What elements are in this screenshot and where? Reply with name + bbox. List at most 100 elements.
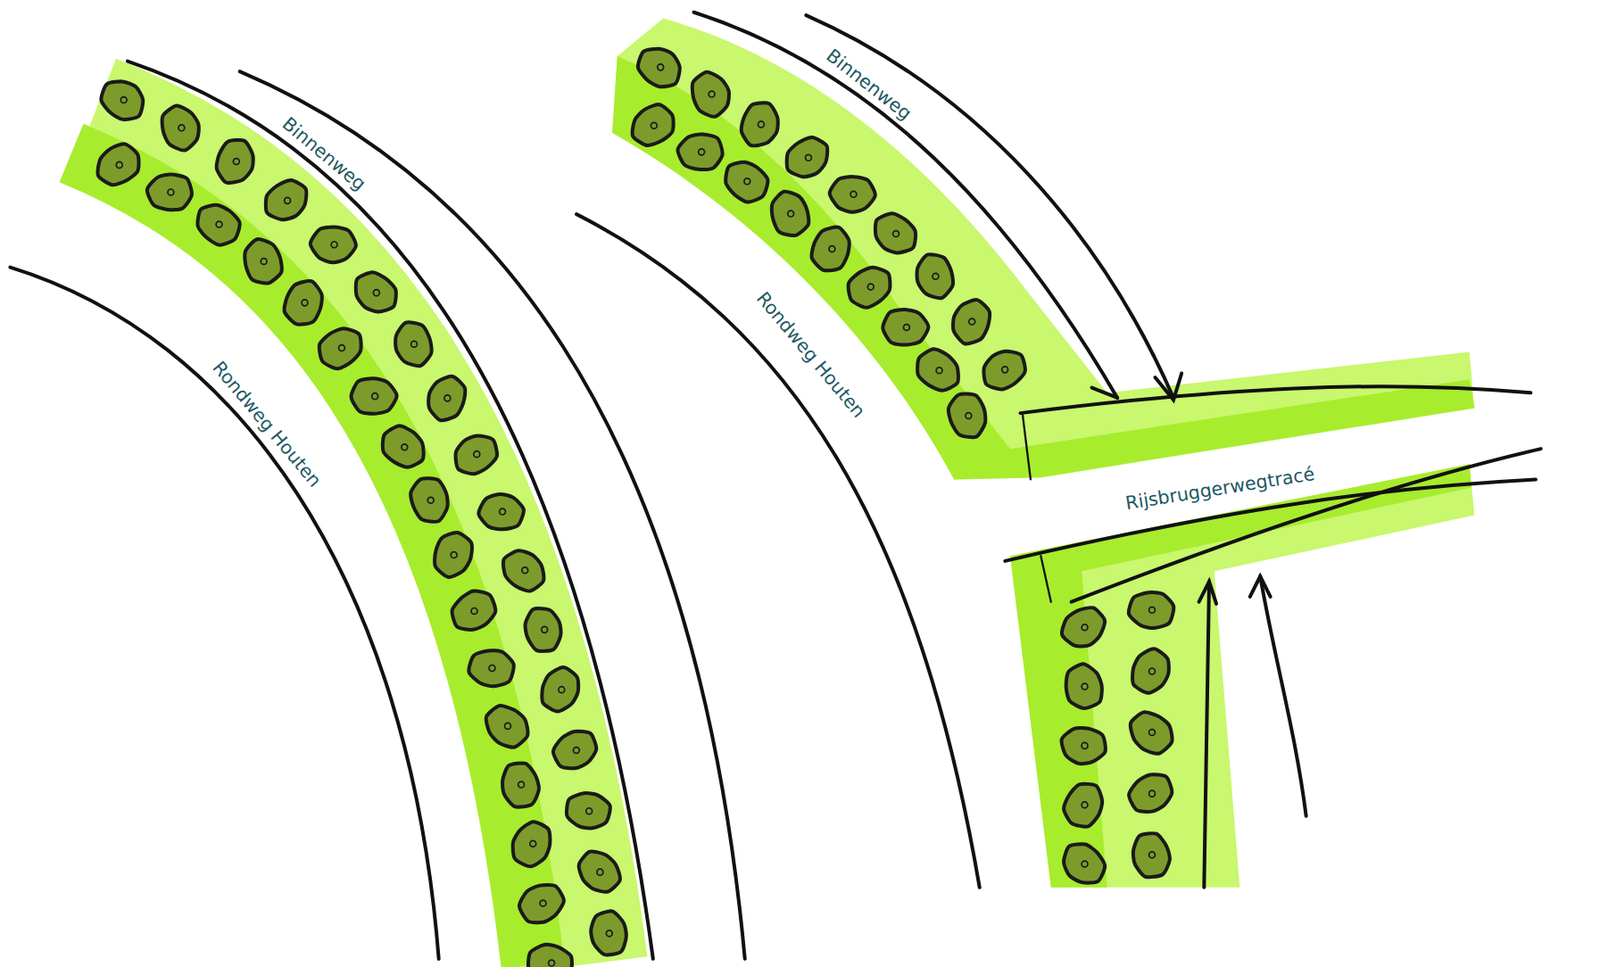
tree xyxy=(1130,712,1173,755)
tree-crown xyxy=(428,376,465,421)
tree-crown xyxy=(486,705,529,748)
tree-trunk xyxy=(829,246,836,253)
tree-trunk xyxy=(787,210,795,217)
tree-crown xyxy=(1128,592,1174,629)
tree xyxy=(310,227,357,264)
tree xyxy=(725,162,768,203)
tree-crown xyxy=(1061,607,1105,647)
green-strip-dark xyxy=(1010,464,1472,888)
tree-crown xyxy=(829,176,876,213)
tree-trunk xyxy=(301,299,308,307)
tree-crown xyxy=(216,140,254,183)
tree-crown xyxy=(284,281,323,325)
tree xyxy=(452,591,497,631)
tree-crown xyxy=(948,393,987,438)
tree-crown xyxy=(787,137,829,177)
tree xyxy=(1133,833,1170,878)
tree-trunk xyxy=(1081,624,1088,631)
tree-trunk xyxy=(657,64,664,71)
tree xyxy=(579,851,621,892)
tree-crown xyxy=(265,180,307,220)
tree xyxy=(356,272,397,312)
tree xyxy=(678,133,723,170)
tree xyxy=(1128,774,1172,813)
tree xyxy=(1132,648,1169,694)
tree-trunk xyxy=(167,189,175,196)
tree-trunk xyxy=(650,122,657,129)
tree xyxy=(265,180,307,220)
road-tick xyxy=(1250,576,1271,597)
tree-trunk xyxy=(744,178,751,185)
tree-trunk xyxy=(471,607,478,614)
tree xyxy=(503,550,544,591)
road-lines xyxy=(9,12,1541,960)
tree-crown xyxy=(395,322,432,366)
tree-crown xyxy=(1063,844,1105,883)
tree-crown xyxy=(953,299,990,344)
tree-trunk xyxy=(120,97,127,104)
tree-trunk xyxy=(1081,683,1088,690)
tree-trunk xyxy=(473,451,481,458)
tree xyxy=(486,705,529,748)
tree-crown xyxy=(513,821,551,867)
tree-trunk xyxy=(427,497,434,504)
tree-trunk xyxy=(1081,802,1088,809)
tree-crown xyxy=(678,133,723,170)
tree-crown xyxy=(1066,663,1103,709)
tree xyxy=(917,348,959,390)
tree-crown xyxy=(382,425,424,467)
tree xyxy=(162,106,199,151)
tree-crown xyxy=(503,550,544,591)
tree-trunk xyxy=(605,930,613,937)
tree xyxy=(632,104,674,146)
tree-crown xyxy=(983,351,1025,390)
tree-trunk xyxy=(499,508,506,515)
tree xyxy=(525,608,562,652)
tree-crown xyxy=(541,667,579,713)
tree-crown xyxy=(812,227,850,272)
tree-trunk xyxy=(539,900,547,907)
tree-trunk xyxy=(401,444,408,451)
tree-crown xyxy=(502,762,539,807)
tree-crown xyxy=(162,106,199,151)
tree xyxy=(553,731,597,769)
tree-trunk xyxy=(1149,790,1156,797)
green-strip-dark xyxy=(71,153,533,966)
tree xyxy=(98,143,140,185)
tree-crown xyxy=(882,309,929,346)
tree-crown xyxy=(1061,728,1106,764)
tree-crown xyxy=(147,174,192,211)
tree xyxy=(882,309,929,346)
tree xyxy=(284,281,323,325)
tree-crown xyxy=(98,143,140,185)
road-edge xyxy=(240,71,746,960)
tree-crown xyxy=(848,267,891,308)
tree-crown xyxy=(917,348,959,390)
tree xyxy=(519,885,564,923)
tree-crown xyxy=(455,435,498,474)
tree-crown xyxy=(452,591,497,631)
tree-trunk xyxy=(331,241,338,249)
tree xyxy=(528,945,573,967)
tree-crown xyxy=(632,104,674,146)
tree xyxy=(434,532,473,578)
tree-trunk xyxy=(373,290,380,297)
tree-trunk xyxy=(489,665,496,672)
tree-crown xyxy=(528,945,573,967)
trees xyxy=(98,49,1175,967)
tree-crown xyxy=(1133,833,1170,878)
green-strip-dark xyxy=(612,56,1475,481)
tree-crown xyxy=(1128,774,1172,813)
road-edge xyxy=(1022,413,1031,480)
tree xyxy=(741,102,779,146)
road-edge xyxy=(1260,576,1306,817)
tree-trunk xyxy=(893,231,900,238)
tree-trunk xyxy=(757,121,764,128)
tree-trunk xyxy=(1081,742,1088,749)
tree-trunk xyxy=(339,345,346,352)
tree-trunk xyxy=(1002,366,1009,374)
tree-trunk xyxy=(936,367,943,374)
road-edge xyxy=(9,267,439,960)
tree-trunk xyxy=(232,158,240,166)
